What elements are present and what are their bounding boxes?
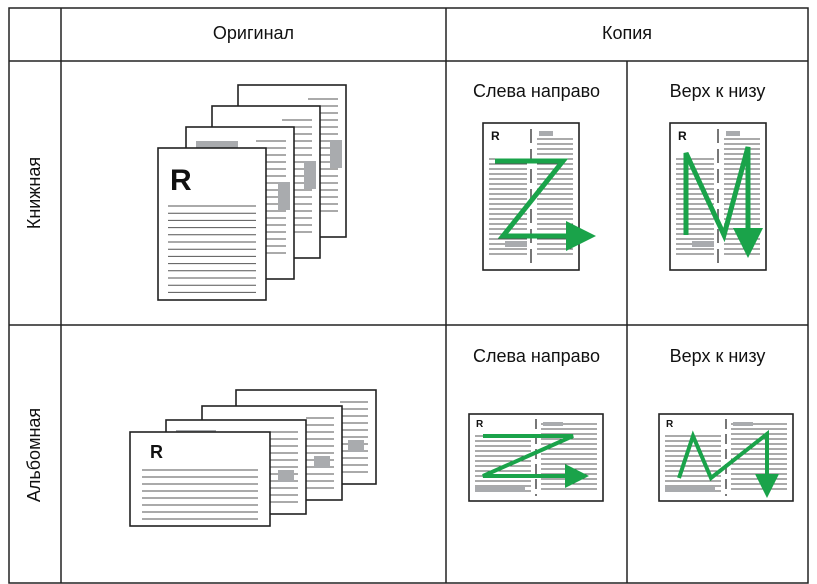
reading-order-arrow <box>683 146 763 258</box>
image-block <box>505 241 527 247</box>
page-sheet: R <box>129 431 271 527</box>
page-letter: R <box>476 419 484 430</box>
table-grid <box>8 7 809 584</box>
page-letter: R <box>170 164 192 197</box>
mode-label-left-to-right-portrait: Слева направо <box>473 81 600 101</box>
copy-portrait-top-to-bottom: R <box>669 122 767 271</box>
image-block <box>539 131 553 136</box>
table-border <box>8 7 809 584</box>
page-letter: R <box>150 442 163 462</box>
row-label-landscape: Альбомная <box>24 407 44 503</box>
copy-landscape-top-to-bottom: R <box>658 413 794 502</box>
image-block <box>304 161 316 189</box>
reading-order-arrow <box>482 434 589 488</box>
page-letter: R <box>678 129 687 143</box>
page-outline <box>129 431 271 527</box>
reading-order-arrow <box>677 429 779 498</box>
image-block <box>692 241 714 247</box>
reading-order-arrow <box>495 158 596 251</box>
header-original: Оригинал <box>212 23 295 43</box>
page-outline <box>157 147 267 301</box>
header-copy: Копия <box>601 23 653 43</box>
mode-label-top-to-bottom-portrait: Верх к низу <box>669 81 766 101</box>
image-block <box>196 141 238 151</box>
image-block <box>543 422 563 426</box>
image-block <box>733 422 753 426</box>
image-block <box>665 486 715 492</box>
image-block <box>348 440 364 452</box>
original-landscape-stack: R <box>129 389 377 527</box>
image-block <box>314 456 330 468</box>
copy-landscape-left-to-right: R <box>468 413 604 502</box>
page-letter: R <box>491 129 500 143</box>
image-block <box>278 470 294 482</box>
image-block <box>726 131 740 136</box>
mode-label-left-to-right-landscape: Слева направо <box>473 346 600 366</box>
image-block <box>330 140 342 168</box>
page-letter: R <box>666 419 674 430</box>
page-sheet: R <box>157 147 267 301</box>
image-block <box>475 486 525 492</box>
row-label-portrait: Книжная <box>24 156 44 230</box>
copy-portrait-left-to-right: R <box>482 122 596 271</box>
original-portrait-stack: R <box>157 84 347 301</box>
image-block <box>278 182 290 210</box>
mode-label-top-to-bottom-landscape: Верх к низу <box>669 346 766 366</box>
